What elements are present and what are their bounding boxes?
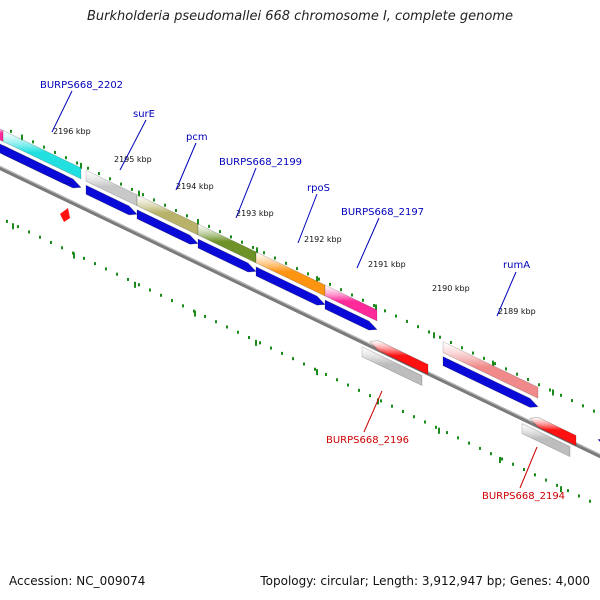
gene-label-burps668_2196: BURPS668_2196 xyxy=(326,435,409,446)
cds-arrow-rpos xyxy=(255,266,326,306)
tick-label: 2191 kbp xyxy=(368,260,406,269)
gene-block-ruma xyxy=(442,341,539,399)
gene-label-ruma: rumA xyxy=(503,260,530,271)
cds-arrow-sure xyxy=(85,184,138,216)
forward-tick-ring xyxy=(10,129,595,413)
reverse-tick-ring xyxy=(6,219,591,503)
label-leader-line xyxy=(356,217,380,269)
label-leader-line xyxy=(119,119,147,171)
label-leader-line xyxy=(496,271,517,317)
reverse-gene-burps668_2194 xyxy=(529,416,577,446)
gene-label-rpos: rpoS xyxy=(307,183,330,194)
cds-arrow-burps668_2199 xyxy=(197,238,257,273)
gene-block-edge xyxy=(0,128,4,142)
accession-text: Accession: NC_009074 xyxy=(9,574,146,588)
tick-label: 2190 kbp xyxy=(432,284,470,293)
gene-label-sure: surE xyxy=(133,109,155,120)
gene-label-burps668_2202: BURPS668_2202 xyxy=(40,80,123,91)
page-title: Burkholderia pseudomallei 668 chromosome… xyxy=(86,9,514,24)
label-leader-line xyxy=(235,167,257,219)
reverse-gene-marker xyxy=(60,208,70,222)
tick-label: 2196 kbp xyxy=(53,127,91,136)
tick-label: 2193 kbp xyxy=(236,209,274,218)
chromosome-backbone xyxy=(0,165,600,459)
gene-label-pcm: pcm xyxy=(186,132,208,143)
gene-block-burps668_2197 xyxy=(324,284,378,322)
cds-arrow-ruma xyxy=(442,356,539,408)
label-leader-line xyxy=(51,90,73,133)
tick-label: 2194 kbp xyxy=(176,182,214,191)
gene-label-burps668_2194: BURPS668_2194 xyxy=(482,491,565,502)
label-leader-line xyxy=(519,446,538,489)
tick-label: 2192 kbp xyxy=(304,235,342,244)
cds-arrow-pcm xyxy=(136,209,199,245)
cds-arrow-edge xyxy=(0,143,73,185)
label-leader-line xyxy=(175,142,197,191)
chromosome-backbone-highlight xyxy=(0,165,600,456)
tick-label: 2189 kbp xyxy=(498,307,536,316)
cds-arrow-burps668_2197 xyxy=(324,299,378,331)
genome-summary-text: Topology: circular; Length: 3,912,947 bp… xyxy=(260,574,590,588)
reverse-gene-burps668_2196 xyxy=(369,340,429,375)
label-leader-line xyxy=(297,193,318,244)
label-leader-line xyxy=(363,390,383,433)
reverse-cds-burps668_2196 xyxy=(361,346,423,387)
tick-label: 2195 kbp xyxy=(114,155,152,164)
gene-label-burps668_2199: BURPS668_2199 xyxy=(219,157,302,168)
reverse-cds-burps668_2194 xyxy=(521,423,571,458)
gene-label-burps668_2197: BURPS668_2197 xyxy=(341,207,424,218)
